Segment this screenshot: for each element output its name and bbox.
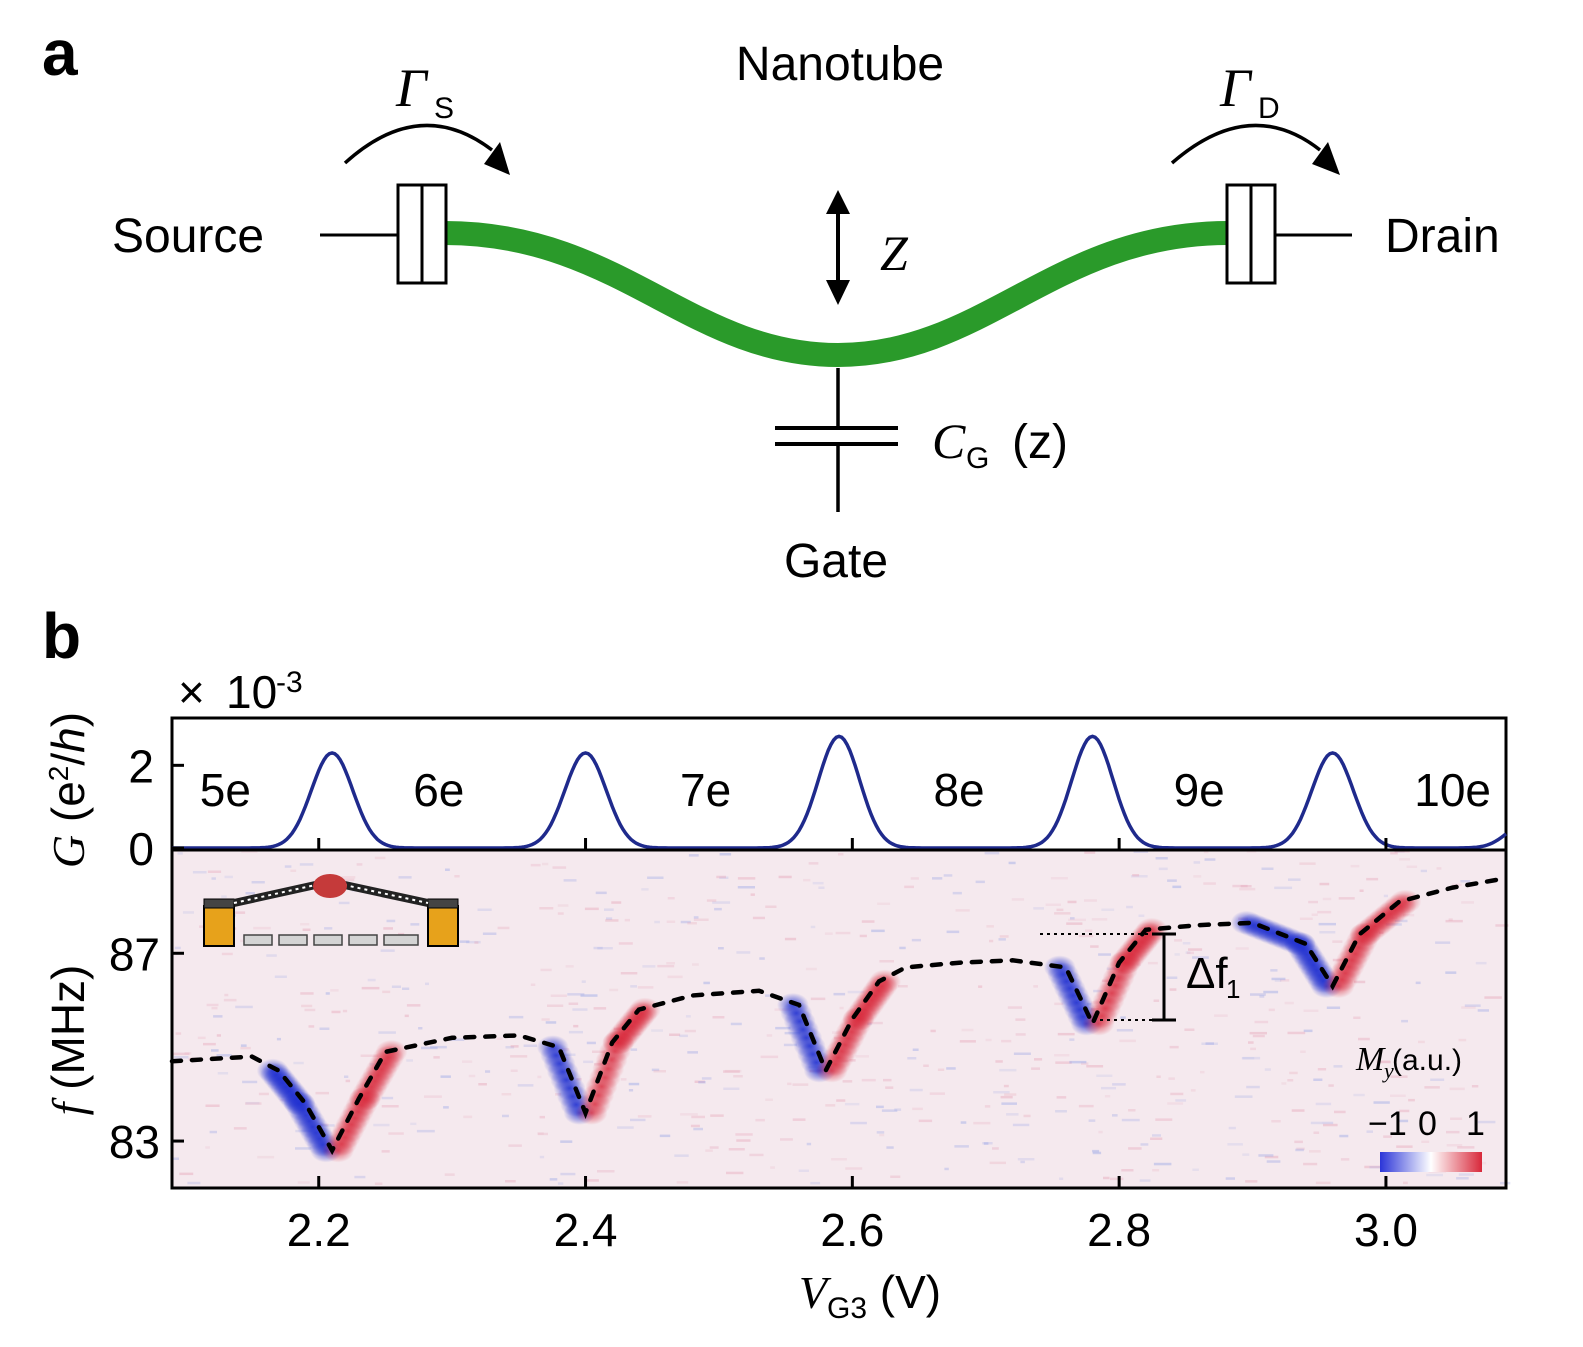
gamma-s-symbol: Γ xyxy=(395,58,429,118)
f-ytick-label-1: 83 xyxy=(109,1116,160,1168)
inset-gates xyxy=(243,934,419,946)
frequency-yticks: 87 83 xyxy=(109,928,184,1168)
my-subscript: y xyxy=(1382,1058,1394,1083)
panel-a-label: a xyxy=(42,17,78,89)
svg-text:f (MHz): f (MHz) xyxy=(42,965,94,1116)
cg-subscript: G xyxy=(966,442,989,475)
delta-f-subscript: 1 xyxy=(1226,974,1240,1004)
g-axis-h: h xyxy=(42,727,94,753)
delta-f-symbol: Δf xyxy=(1186,949,1228,998)
scale-multiplier: × 10 -3 xyxy=(178,666,303,718)
g-axis-label: G (e2/h) xyxy=(42,712,94,868)
scale-exponent: -3 xyxy=(276,666,303,699)
x-tick-label-4: 3.0 xyxy=(1354,1204,1418,1256)
gamma-s-subscript: S xyxy=(434,92,454,125)
drain-label: Drain xyxy=(1385,210,1500,263)
my-symbol: M xyxy=(1355,1041,1386,1078)
charge-state-10e: 10e xyxy=(1414,764,1491,816)
delta-f-marker xyxy=(1040,932,1176,1022)
source-label: Source xyxy=(112,210,264,263)
gamma-s-arrow xyxy=(343,123,494,165)
gamma-d-symbol: Γ xyxy=(1219,58,1253,118)
cg-label: C G (z) xyxy=(932,413,1068,475)
inset-quantum-dot xyxy=(313,874,347,898)
frequency-map-background xyxy=(172,850,1506,1188)
panel-b-label: b xyxy=(42,600,81,672)
x-axis-var: V xyxy=(799,1267,832,1318)
drain-barrier xyxy=(1225,183,1277,285)
device-inset xyxy=(203,874,459,947)
g-axis-open: (e xyxy=(42,781,94,835)
charge-state-labels: 5e 6e 7e 8e 9e 10e xyxy=(200,764,1491,816)
scale-base: 10 xyxy=(226,666,277,718)
panel-a: a Nanotube Γ S Γ D Source Drain xyxy=(42,17,1500,588)
scale-prefix: × xyxy=(178,666,205,718)
cg-symbol: C xyxy=(932,413,966,469)
inset-contact-right xyxy=(427,898,459,909)
charge-state-6e: 6e xyxy=(413,764,464,816)
inset-contact-left xyxy=(203,898,235,909)
svg-text:G (e2/h): G (e2/h) xyxy=(42,712,94,868)
charge-state-7e: 7e xyxy=(680,764,731,816)
g-axis-slash: / xyxy=(42,753,94,766)
colorbar-tick-mid: 0 xyxy=(1418,1105,1437,1143)
x-tick-label-3: 2.8 xyxy=(1087,1204,1151,1256)
x-axis-unit: (V) xyxy=(867,1266,941,1318)
conductance-trace xyxy=(172,734,1508,850)
f-ytick-label-0: 87 xyxy=(109,928,160,980)
conductance-yticks: 20 xyxy=(128,740,184,875)
gamma-d-subscript: D xyxy=(1258,92,1280,125)
nanotube-tube xyxy=(444,221,1229,368)
cg-argument: (z) xyxy=(1012,416,1068,469)
colorbar-tick-low: −1 xyxy=(1368,1105,1407,1143)
g-ytick-label-0: 2 xyxy=(128,740,154,792)
gamma-s-arrowhead xyxy=(484,142,510,175)
colorbar-tick-high: 1 xyxy=(1466,1105,1485,1143)
x-tick-label-1: 2.4 xyxy=(554,1204,618,1256)
delta-f-label: Δf 1 xyxy=(1186,949,1240,1004)
gamma-d-arrow xyxy=(1170,123,1322,165)
x-tick-label-0: 2.2 xyxy=(287,1204,351,1256)
z-label: Z xyxy=(880,225,909,281)
frequency-trace xyxy=(169,875,1509,1156)
z-arrow xyxy=(826,190,850,305)
charge-state-5e: 5e xyxy=(200,764,251,816)
gamma-s-label: Γ S xyxy=(395,58,454,125)
x-tick-label-2: 2.6 xyxy=(820,1204,884,1256)
charge-state-9e: 9e xyxy=(1174,764,1225,816)
g-ytick-label-1: 0 xyxy=(128,823,154,875)
colorbar xyxy=(1380,1152,1482,1172)
f-axis-unit: (MHz) xyxy=(42,965,94,1103)
my-label: M y (a.u.) xyxy=(1355,1041,1462,1083)
gamma-d-label: Γ D xyxy=(1219,58,1280,125)
x-axis-ticks: 2.2 2.4 2.6 2.8 3.0 xyxy=(287,838,1418,1256)
g-axis-var: G xyxy=(43,835,94,868)
g-axis-sup: 2 xyxy=(43,766,74,782)
frequency-map-frame xyxy=(170,848,1508,1190)
charge-state-8e: 8e xyxy=(933,764,984,816)
source-barrier xyxy=(396,183,448,285)
g-axis-close: ) xyxy=(42,712,94,727)
gate-label: Gate xyxy=(784,535,888,588)
my-unit: (a.u.) xyxy=(1392,1044,1462,1077)
x-axis-label: VG3 (V) xyxy=(799,1266,941,1325)
gamma-d-arrowhead xyxy=(1312,142,1340,175)
frequency-map-texture xyxy=(172,850,1511,1185)
nanotube-label: Nanotube xyxy=(736,38,944,91)
x-axis-sub: G3 xyxy=(827,1292,867,1325)
f-axis-label: f (MHz) xyxy=(42,965,94,1116)
conductance-plot-frame xyxy=(170,716,1508,852)
